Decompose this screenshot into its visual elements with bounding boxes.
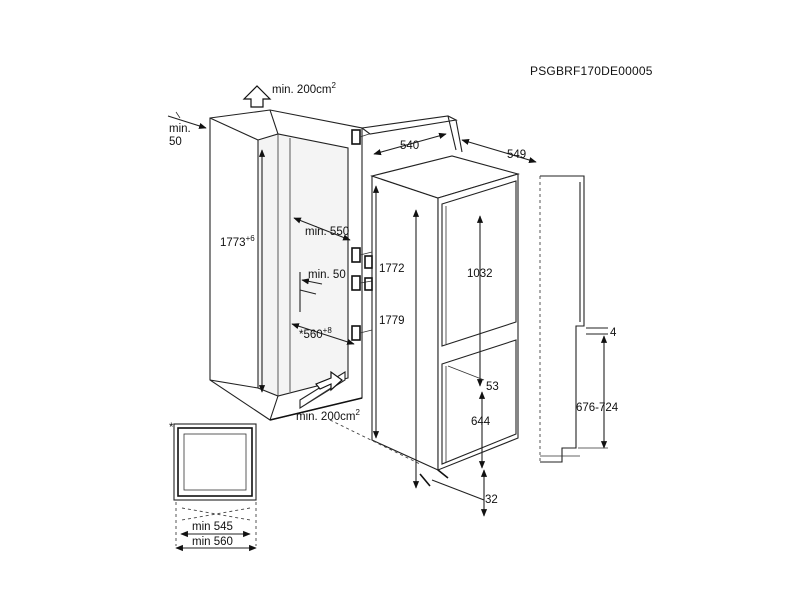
upper-door-label: 1032 (467, 268, 493, 280)
kitchen-door-range-label: 676-724 (576, 402, 619, 414)
rear-gap-label: min. 50 (308, 269, 346, 281)
vent-top-label: min. 200cm2 (272, 81, 336, 96)
overall-height-label: 1779 (379, 315, 405, 327)
hinge-icon (364, 255, 373, 269)
appliance-width-label: 540 (400, 140, 419, 152)
appliance-depth-label: 549 (507, 149, 526, 161)
vent-up-arrow-icon (242, 85, 272, 108)
plinth-label: 32 (485, 494, 498, 506)
document-code: PSGBRF170DE00005 (530, 64, 653, 78)
vent-bottom-label: min. 200cm2 (296, 408, 360, 423)
hinge-icon (364, 277, 373, 291)
side-gap-label: min. (169, 123, 191, 135)
niche-height-label: 1773+6 (220, 234, 255, 249)
cabinet-niche (209, 109, 373, 421)
door-gap-label: 53 (486, 381, 499, 393)
vent-in-arrow-icon (315, 370, 343, 392)
open-door-panel (360, 115, 458, 135)
kitchen-door-profile (539, 175, 585, 463)
min-560-label: min 560 (192, 536, 233, 548)
appliance-height-label: 1772 (379, 263, 405, 275)
footnote-marker: * (169, 422, 174, 434)
niche-depth-label: min. 550 (305, 226, 349, 238)
niche-detail-inset (173, 423, 257, 546)
niche-width-label: *560+8 (299, 326, 332, 341)
lower-door-label: 644 (471, 416, 491, 428)
door-offset-label: 4 (610, 327, 617, 339)
min-545-label: min 545 (192, 521, 233, 533)
side-gap-value: 50 (169, 136, 182, 148)
